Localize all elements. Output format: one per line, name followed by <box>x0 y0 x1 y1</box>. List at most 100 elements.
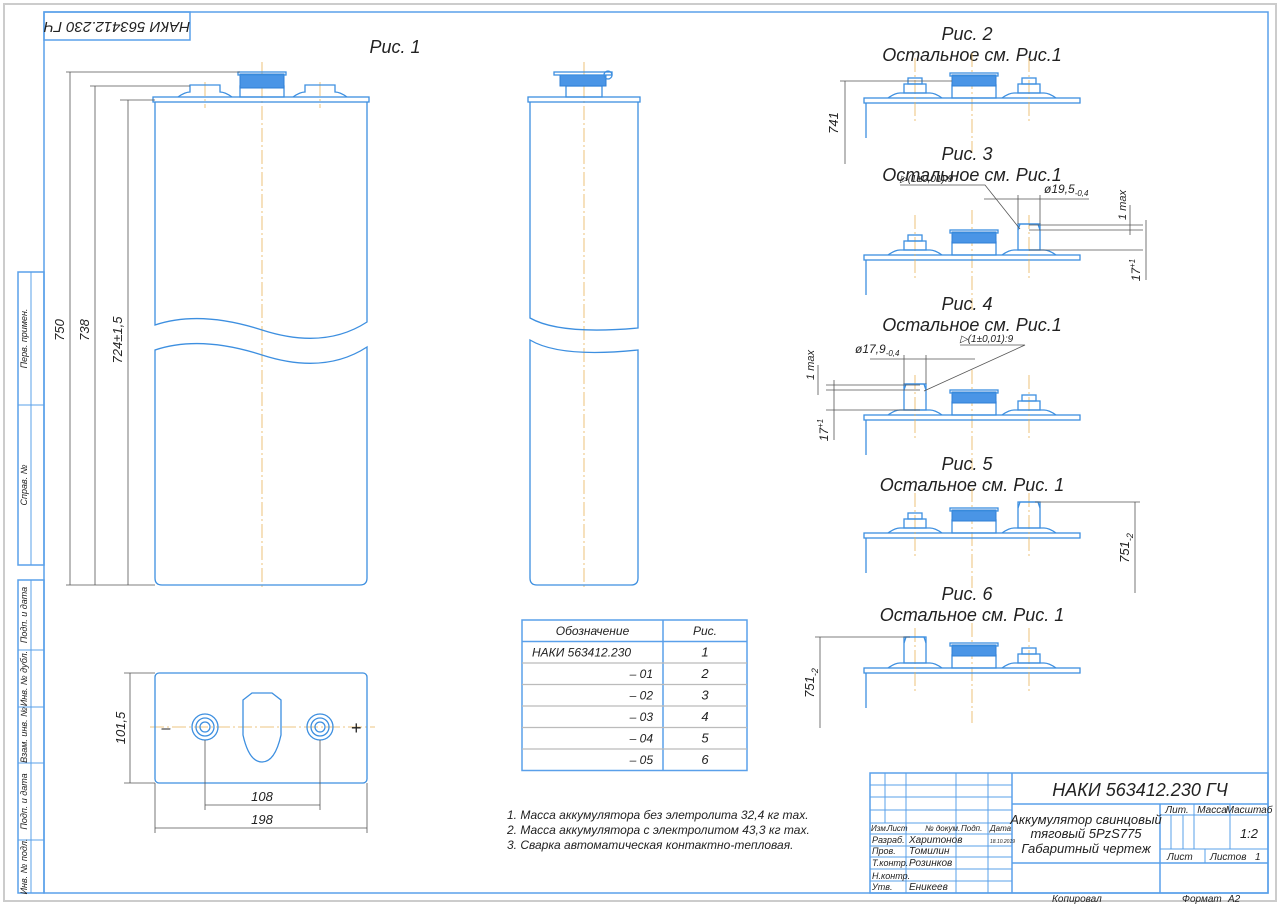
note-2: 2. Масса аккумулятора с электролитом 43,… <box>506 823 810 837</box>
minus-sign: – <box>161 720 171 737</box>
vent-top <box>949 72 999 77</box>
tb-name: Томилин <box>909 846 950 857</box>
plus-sign: + <box>351 718 362 738</box>
vent-cap <box>951 391 997 404</box>
strip-label: Инв. № дубл. <box>19 651 29 706</box>
tb-col-header: № докум. <box>925 824 960 833</box>
diameter-label: ø17,9-0,4 <box>855 342 900 358</box>
cone-leader <box>900 184 1021 230</box>
title-block: Изм. Лист № докум.Подп. ДатаРазраб.Харитоно… <box>869 772 1273 905</box>
format-value: А2 <box>1227 894 1241 905</box>
dim-108: 108 <box>251 789 273 804</box>
vent-cap <box>951 509 997 522</box>
table-cell-figure: 4 <box>701 709 708 724</box>
dim-738: 738 <box>77 318 92 340</box>
dim-750: 750 <box>52 318 67 340</box>
strip-label: Подп. и дата <box>19 587 29 643</box>
table-header-designation: Обозначение <box>556 624 630 638</box>
lit-label: Лит. <box>1164 805 1188 816</box>
fig-title: Рис. 4 <box>941 294 992 314</box>
vent-top <box>949 642 999 647</box>
dia-tolerance: -0,4 <box>1075 189 1089 198</box>
tb-role: Утв. <box>871 882 892 892</box>
max-label: 1 max <box>1117 190 1129 220</box>
dim-tolerance: -2 <box>1125 533 1135 541</box>
table-cell-designation: – 05 <box>629 753 654 767</box>
tb-role: Пров. <box>872 846 896 856</box>
table-cell-figure: 6 <box>701 752 709 767</box>
tb-date: 18.10.2019 <box>990 839 1015 845</box>
doc-name-line-3: Габаритный чертеж <box>1021 841 1151 856</box>
table-border <box>521 619 748 772</box>
tb-col-header: Дата <box>989 824 1012 833</box>
stamp-text: НАКИ 563412.230 ГЧ <box>43 18 190 35</box>
fig1-title: Рис. 1 <box>369 37 420 57</box>
table-cell-figure: 3 <box>701 688 709 703</box>
fig-subtitle: Остальное см. Рис.1 <box>882 165 1062 185</box>
copied-label: Копировал <box>1052 894 1102 905</box>
note-1: 1. Масса аккумулятора без элетролита 32,… <box>507 808 809 822</box>
doc-name-line-2: тяговый 5PzS775 <box>1030 826 1142 841</box>
table-cell-designation: – 01 <box>629 667 653 681</box>
fig1-front-view: Рис. 1 750 738 724±1,5 <box>52 37 421 590</box>
table-header-figure: Рис. <box>693 624 717 638</box>
terminal-top <box>1021 647 1037 655</box>
vent-top <box>949 507 999 512</box>
dim-101-5: 101,5 <box>113 711 128 744</box>
notes: 1. Масса аккумулятора без элетролита 32,… <box>506 808 810 852</box>
terminal-cone <box>1017 223 1041 231</box>
dia-tolerance: -0,4 <box>886 349 900 358</box>
fig-subtitle: Остальное см. Рис.1 <box>882 315 1062 335</box>
fig-title: Рис. 3 <box>941 144 992 164</box>
tb-col-header: Подп. <box>961 824 982 833</box>
rotated-stamp: НАКИ 563412.230 ГЧ <box>43 11 191 41</box>
vent-cap <box>951 74 997 87</box>
tb-name: Харитонов <box>908 835 962 846</box>
fig-title: Рис. 2 <box>941 24 992 44</box>
table-cell-designation: НАКИ 563412.230 <box>532 646 631 660</box>
terminal-top <box>907 512 923 520</box>
tb-col-header: Изм. <box>871 824 888 833</box>
dim-tolerance: -2 <box>810 668 820 676</box>
strip-label: Справ. № <box>19 464 29 505</box>
fig-title: Рис. 6 <box>941 584 993 604</box>
height-label: 17+1 <box>816 419 831 441</box>
sheet-label: Лист <box>1166 852 1193 863</box>
sheets-label: Листов <box>1209 852 1246 863</box>
tb-role: Разраб. <box>872 835 905 845</box>
diameter-label: ø19,5-0,4 <box>1044 182 1089 198</box>
dim-751: 751-2 <box>1117 533 1135 563</box>
dim-value: 751 <box>802 676 817 698</box>
sheets-value: 1 <box>1255 852 1261 863</box>
fig-subtitle: Остальное см. Рис. 1 <box>880 605 1065 625</box>
scale-value: 1:2 <box>1240 826 1259 841</box>
dim-value: 751 <box>1117 541 1132 563</box>
doc-number: НАКИ 563412.230 ГЧ <box>1052 780 1228 800</box>
terminal-top <box>907 234 923 242</box>
vent-top <box>949 389 999 394</box>
h-value: 17 <box>817 427 831 442</box>
strip-label: Подп. и дата <box>19 773 29 829</box>
fig1-top-view: – + 108 198 101,5 <box>113 672 375 833</box>
fig-title: Рис. 5 <box>941 454 993 474</box>
max-label: 1 max <box>805 350 817 380</box>
terminal-top <box>1021 77 1037 85</box>
format-label: Формат <box>1182 894 1222 905</box>
doc-name-line-1: Аккумулятор свинцовый <box>1009 812 1162 827</box>
terminal-top <box>1021 394 1037 402</box>
strip-label: Инв. № подл. <box>19 839 29 895</box>
dia-value: ø17,9 <box>855 342 886 356</box>
h-tolerance: +1 <box>1128 259 1137 268</box>
mass-label: Масса <box>1197 805 1227 816</box>
cone-leader <box>923 344 1026 392</box>
tb-role: Т.контр. <box>872 858 908 868</box>
tb-name: Еникеев <box>909 882 948 893</box>
cone-label: ▷(1±0,01):9 <box>959 334 1014 345</box>
